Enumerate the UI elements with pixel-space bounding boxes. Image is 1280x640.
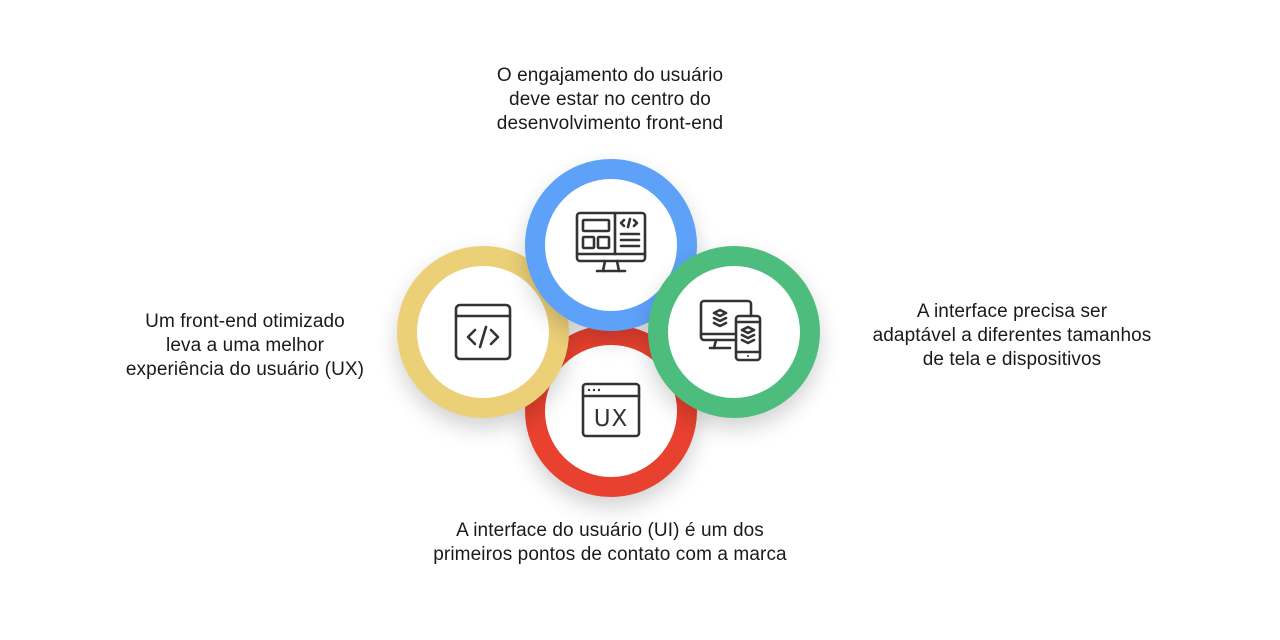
label-line: experiência do usuário (UX): [125, 359, 365, 380]
label-line: Um front-end otimizado: [145, 311, 345, 332]
label-user-engagement: O engajamento do usuário deve estar no c…: [440, 64, 780, 136]
ux-browser-window-icon: UX: [581, 382, 641, 438]
ux-icon-text: UX: [594, 406, 629, 432]
code-window-icon: [454, 303, 512, 361]
label-line: adaptável a diferentes tamanhos: [872, 325, 1152, 346]
label-ui-first-contact: A interface do usuário (UI) é um dos pri…: [400, 519, 820, 567]
label-line: leva a uma melhor: [166, 335, 324, 356]
monitor-code-layout-icon: [575, 211, 647, 273]
label-responsive-interface: A interface precisa ser adaptável a dife…: [852, 300, 1172, 372]
label-line: desenvolvimento front-end: [496, 113, 724, 134]
responsive-devices-icon: [699, 299, 762, 362]
label-optimized-frontend: Um front-end otimizado leva a uma melhor…: [90, 310, 400, 382]
label-line: primeiros pontos de contato com a marca: [433, 544, 787, 565]
ring-responsive: [648, 246, 820, 418]
label-line: O engajamento do usuário: [496, 65, 724, 86]
label-line: A interface precisa ser: [916, 301, 1108, 322]
label-line: A interface do usuário (UI) é um dos: [456, 520, 764, 541]
label-line: de tela e dispositivos: [922, 349, 1102, 370]
label-line: deve estar no centro do: [509, 89, 711, 110]
